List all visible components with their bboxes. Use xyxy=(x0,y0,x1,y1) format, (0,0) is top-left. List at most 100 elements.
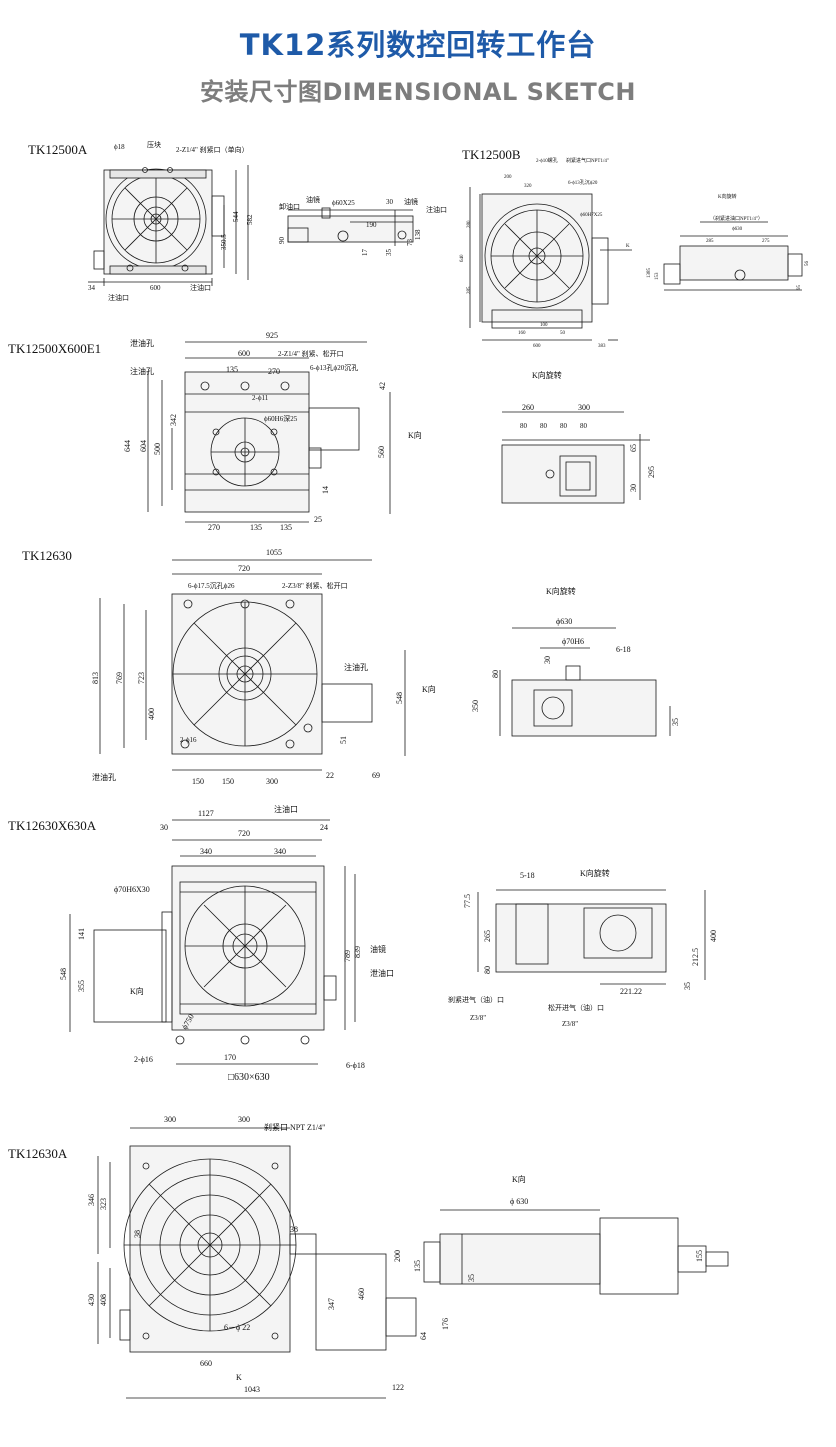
dim-label: 285 xyxy=(467,286,472,294)
drawing-tk12500b-side-labels: K向旋转 （刹紧进油口NPT1/4"） ϕ630 285 275 1385 15… xyxy=(647,193,810,290)
drawing-tk12630-labels: 1055 720 6-ϕ17.5沉孔ϕ26 2-Z3/8" 刹紧、松开口 注油孔… xyxy=(91,548,436,786)
dim-label: 400 xyxy=(147,708,156,720)
dim-label: 42 xyxy=(378,382,387,390)
dim-label: 注油口 xyxy=(426,205,447,214)
dim-label: ϕ60H7X25 xyxy=(580,213,603,218)
dim-label: K向旋转 xyxy=(546,586,576,596)
dim-label: 813 xyxy=(91,672,100,684)
dim-label: K xyxy=(626,244,630,249)
dim-label: 342 xyxy=(169,414,178,426)
dim-label: 1043 xyxy=(244,1385,260,1394)
model-label-tk12630x630a: TK12630X630A xyxy=(8,818,97,833)
dim-label: 90 xyxy=(278,237,286,245)
dim-label: 30 xyxy=(629,484,638,492)
dim-label: 295 xyxy=(647,466,656,478)
dim-label: 135 xyxy=(250,523,262,532)
dim-label: 350.5 xyxy=(220,234,228,250)
model-label-tk12630: TK12630 xyxy=(22,548,72,563)
dim-label: 80 xyxy=(483,966,492,974)
dim-label: 560 xyxy=(377,446,386,458)
dim-label: 200 xyxy=(504,175,512,180)
dim-label: 25 xyxy=(314,515,322,524)
dim-label: 油镜 xyxy=(404,197,418,206)
dim-label: 2-Z1/4" 刹紧、松开口 xyxy=(278,349,344,358)
dim-label: 720 xyxy=(238,564,250,573)
dim-label: 285 xyxy=(706,239,714,244)
dim-label: ϕ70H6 xyxy=(562,637,584,646)
dim-label: 65 xyxy=(629,444,638,452)
dim-label: 190 xyxy=(366,221,377,229)
dim-label: 340 xyxy=(200,847,212,856)
dim-label: 430 xyxy=(87,1294,96,1306)
dim-label: 6-ϕ18 xyxy=(346,1061,365,1070)
dim-label: 346 xyxy=(87,1194,96,1206)
dim-label: K向 xyxy=(130,986,144,996)
drawing-tk12630a-labels: 300 300 刹紧口 NPT Z1/4" 346 323 430 408 38… xyxy=(87,1115,450,1394)
page-title: TK12系列数控回转工作台 xyxy=(239,28,597,62)
drawing-tk12500x600e1-top xyxy=(147,341,391,523)
dim-label: K向旋转 xyxy=(532,370,562,380)
drawing-tk12500a-side-labels: 卸油口 油镜 ϕ60X25 190 30 油镜 注油口 90 17 35 138… xyxy=(278,195,447,256)
dim-label: 80 xyxy=(540,422,548,430)
dim-label: 300 xyxy=(578,403,590,412)
dim-label: 24 xyxy=(320,823,328,832)
dim-label: 1055 xyxy=(266,548,282,557)
dim-label: 408 xyxy=(99,1294,108,1306)
drawing-tk12500a-top xyxy=(88,165,249,286)
dim-label: K向 xyxy=(512,1174,526,1184)
dim-label: 789 xyxy=(343,950,352,962)
dim-label: 769 xyxy=(115,672,124,684)
model-label-tk12630a: TK12630A xyxy=(8,1146,68,1161)
dim-label: 323 xyxy=(99,1198,108,1210)
dim-label: 2-Z1/4" 刹紧口（单向） xyxy=(176,145,249,154)
dim-label: 泄油孔 xyxy=(92,772,116,782)
page-subtitle: 安装尺寸图DIMENSIONAL SKETCH xyxy=(200,78,636,106)
dim-label: 582 xyxy=(246,214,254,225)
dim-label: 刹紧进气（油）口 xyxy=(448,995,504,1004)
dim-label: K向旋转 xyxy=(718,193,737,200)
dim-label: 34 xyxy=(88,284,96,292)
dim-label: 300 xyxy=(238,1115,250,1124)
dim-label: ϕ60H6深25 xyxy=(264,414,298,423)
dim-label: 270 xyxy=(268,367,280,376)
dim-label: 刹紧进气口NPT1/4" xyxy=(566,157,609,164)
drawing-tk12500x600e1-kview-labels: K向旋转 260 300 80 80 80 80 65 295 30 xyxy=(520,370,656,492)
dim-label: 544 xyxy=(232,211,240,222)
dim-label: 135 xyxy=(280,523,292,532)
dim-label: 注油孔 xyxy=(344,662,368,672)
dim-label: 500 xyxy=(153,443,162,455)
dim-label: ϕ60X25 xyxy=(332,199,355,207)
dim-label: 723 xyxy=(137,672,146,684)
drawing-tk12500b-side xyxy=(663,221,803,291)
drawing-tk12630x630a-kview xyxy=(477,889,706,985)
dim-label: 141 xyxy=(77,928,86,940)
dim-label: 38 xyxy=(290,1225,298,1234)
dim-label: 135 xyxy=(413,1260,422,1272)
dim-label: 644 xyxy=(123,440,132,452)
dim-label: 265 xyxy=(483,930,492,942)
dim-label: 38 xyxy=(133,1230,142,1238)
dim-label: 347 xyxy=(327,1298,336,1310)
dim-label: 80 xyxy=(520,422,528,430)
dim-label: 350 xyxy=(471,700,480,712)
dim-label: 640 xyxy=(460,254,465,262)
dim-label: 1127 xyxy=(198,809,214,818)
dim-label: 35 xyxy=(385,249,393,257)
dim-label: 270 xyxy=(208,523,220,532)
dim-label: 2-Z3/8" 刹紧、松开口 xyxy=(282,581,348,590)
dim-label: Z3/8" xyxy=(470,1014,486,1022)
dim-label: 100 xyxy=(540,323,548,328)
drawing-tk12630a-kview-labels: K向 ϕ 630 135 35 155 xyxy=(413,1174,704,1282)
drawing-tk12630x630a-top xyxy=(69,819,356,1065)
drawing-tk12630a-kview xyxy=(423,1209,729,1295)
dim-label: ϕ630 xyxy=(556,617,572,626)
dim-label: 720 xyxy=(238,829,250,838)
dim-label: 泄油孔 xyxy=(130,338,154,348)
dim-label: 6-ϕ17.5沉孔ϕ26 xyxy=(188,582,235,590)
dim-label: 212.5 xyxy=(691,948,700,966)
dim-label: ϕ 630 xyxy=(510,1197,528,1206)
dim-label: 50 xyxy=(560,331,566,336)
dim-label: 548 xyxy=(59,968,68,980)
dim-label: ϕ18 xyxy=(114,143,125,151)
